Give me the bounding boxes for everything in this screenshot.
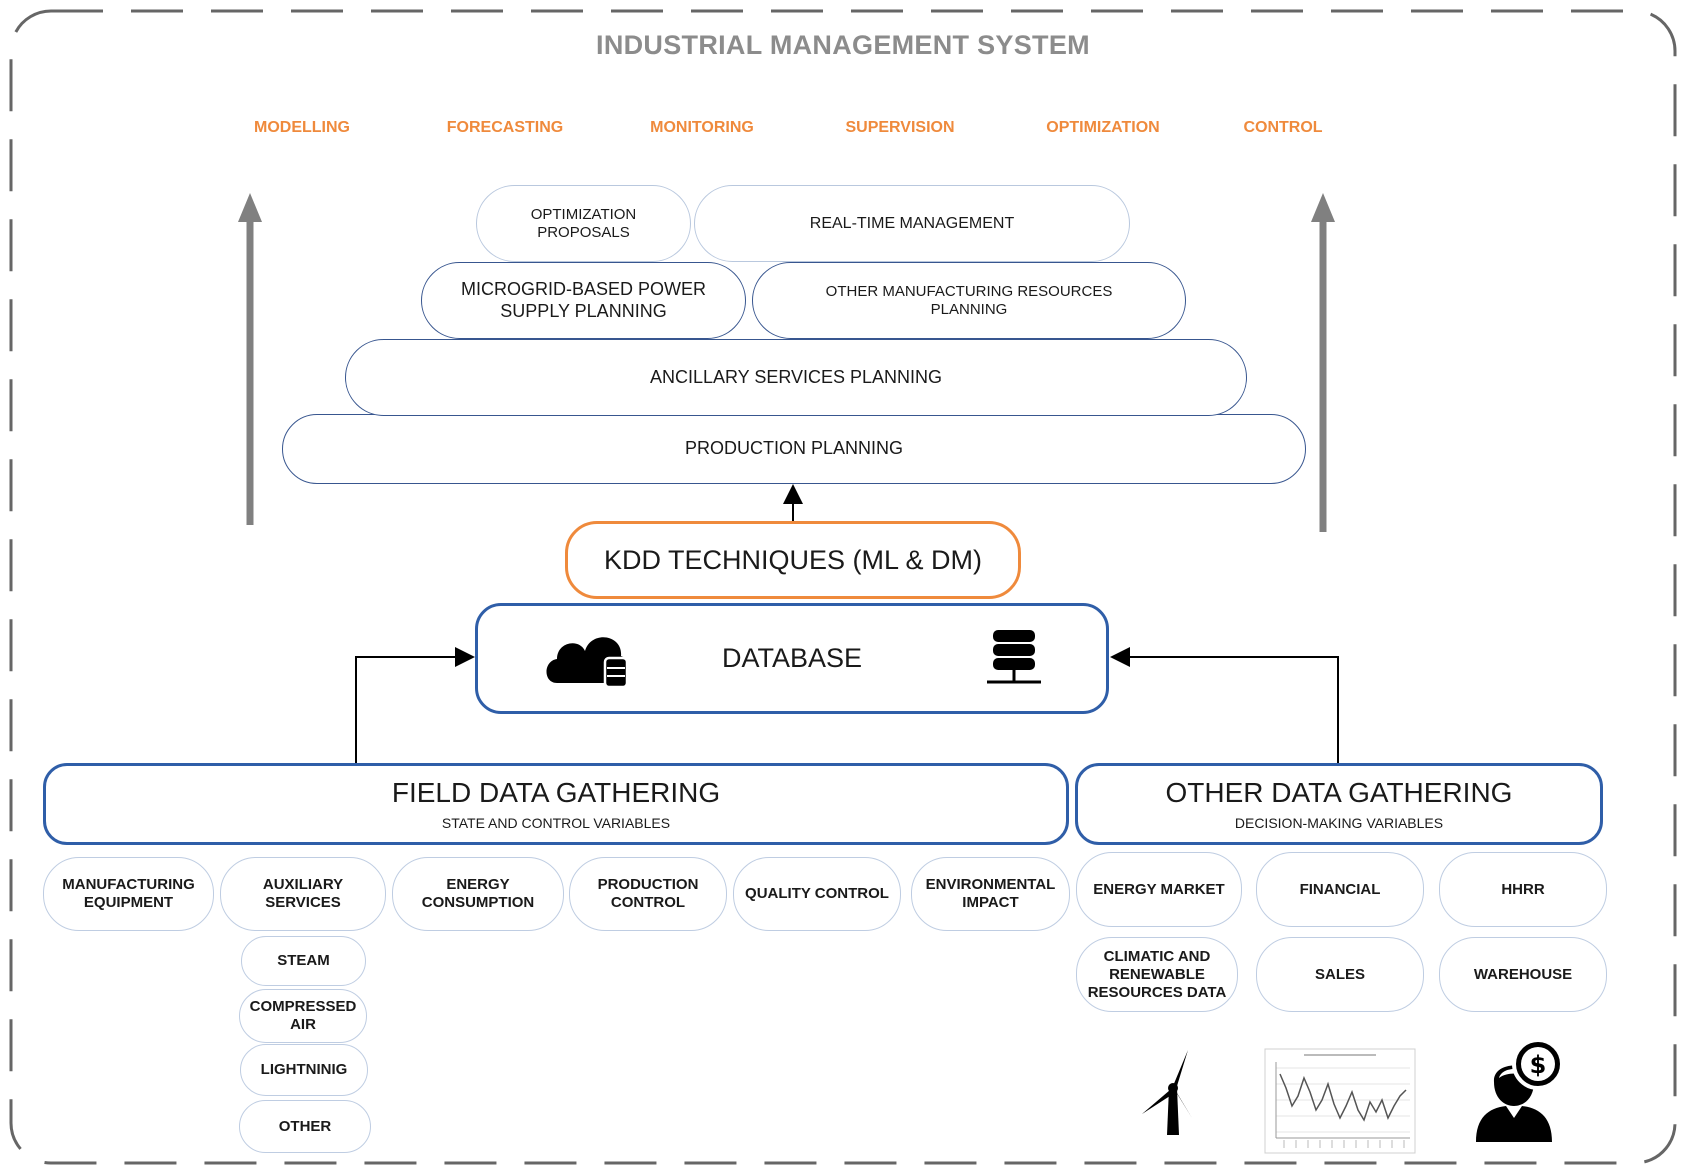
item-energy-market: ENERGY MARKET bbox=[1076, 852, 1242, 927]
field-to-database-connector bbox=[355, 647, 475, 763]
other-data-gathering: OTHER DATA GATHERING DECISION-MAKING VAR… bbox=[1075, 763, 1603, 845]
item-energy-consumption: ENERGY CONSUMPTION bbox=[392, 857, 564, 931]
aux-item-other: OTHER bbox=[239, 1100, 371, 1153]
left-up-arrow bbox=[238, 193, 262, 525]
function-control: CONTROL bbox=[1243, 119, 1323, 136]
svg-text:$: $ bbox=[1530, 1051, 1547, 1079]
kdd-techniques: KDD TECHNIQUES (ML & DM) bbox=[565, 521, 1021, 599]
cloud-database-icon bbox=[546, 637, 629, 688]
outer-dashed-border bbox=[9, 9, 1677, 1165]
item-environmental-impact: ENVIRONMENTAL IMPACT bbox=[911, 857, 1070, 931]
field-data-gathering: FIELD DATA GATHERING STATE AND CONTROL V… bbox=[43, 763, 1069, 845]
other-to-database-connector bbox=[1110, 647, 1339, 763]
right-up-arrow bbox=[1311, 193, 1335, 532]
function-monitoring: MONITORING bbox=[650, 119, 754, 136]
item-quality-control: QUALITY CONTROL bbox=[733, 857, 901, 931]
item-production-control: PRODUCTION CONTROL bbox=[569, 857, 727, 931]
item-hhrr: HHRR bbox=[1439, 852, 1607, 927]
field-data-gathering-title: FIELD DATA GATHERING bbox=[391, 776, 721, 808]
item-manufacturing-equipment: MANUFACTURING EQUIPMENT bbox=[43, 857, 214, 931]
other-data-gathering-title: OTHER DATA GATHERING bbox=[1165, 776, 1513, 808]
item-sales: SALES bbox=[1256, 937, 1424, 1012]
other-manufacturing-resources-planning: OTHER MANUFACTURING RESOURCES PLANNING bbox=[752, 262, 1186, 339]
microgrid-power-supply-planning: MICROGRID-BASED POWER SUPPLY PLANNING bbox=[421, 262, 746, 339]
real-time-management: REAL-TIME MANAGEMENT bbox=[694, 185, 1130, 262]
function-optimization: OPTIMIZATION bbox=[1046, 119, 1160, 136]
line-chart-thumbnail-icon bbox=[1264, 1048, 1416, 1154]
wind-turbine-icon bbox=[1142, 1050, 1192, 1135]
function-forecasting: FORECASTING bbox=[446, 119, 564, 136]
aux-item-lightning: LIGHTNINIG bbox=[240, 1044, 368, 1096]
item-climatic-renewable-data: CLIMATIC AND RENEWABLE RESOURCES DATA bbox=[1076, 937, 1238, 1012]
aux-item-steam: STEAM bbox=[241, 936, 366, 986]
function-modelling: MODELLING bbox=[254, 119, 350, 136]
other-data-gathering-subtitle: DECISION-MAKING VARIABLES bbox=[1234, 815, 1444, 832]
ancillary-services-planning: ANCILLARY SERVICES PLANNING bbox=[345, 339, 1247, 416]
optimization-proposals: OPTIMIZATION PROPOSALS bbox=[476, 185, 691, 262]
diagram-title: INDUSTRIAL MANAGEMENT SYSTEM bbox=[596, 30, 1090, 60]
field-data-gathering-subtitle: STATE AND CONTROL VARIABLES bbox=[441, 815, 671, 832]
aux-item-compressed-air: COMPRESSED AIR bbox=[239, 989, 367, 1043]
item-financial: FINANCIAL bbox=[1256, 852, 1424, 927]
item-auxiliary-services: AUXILIARY SERVICES bbox=[220, 857, 386, 931]
person-dollar-icon: $ bbox=[1476, 1038, 1564, 1142]
function-supervision: SUPERVISION bbox=[845, 119, 955, 136]
server-database-icon bbox=[987, 630, 1041, 684]
production-planning: PRODUCTION PLANNING bbox=[282, 414, 1306, 484]
item-warehouse: WAREHOUSE bbox=[1439, 937, 1607, 1012]
